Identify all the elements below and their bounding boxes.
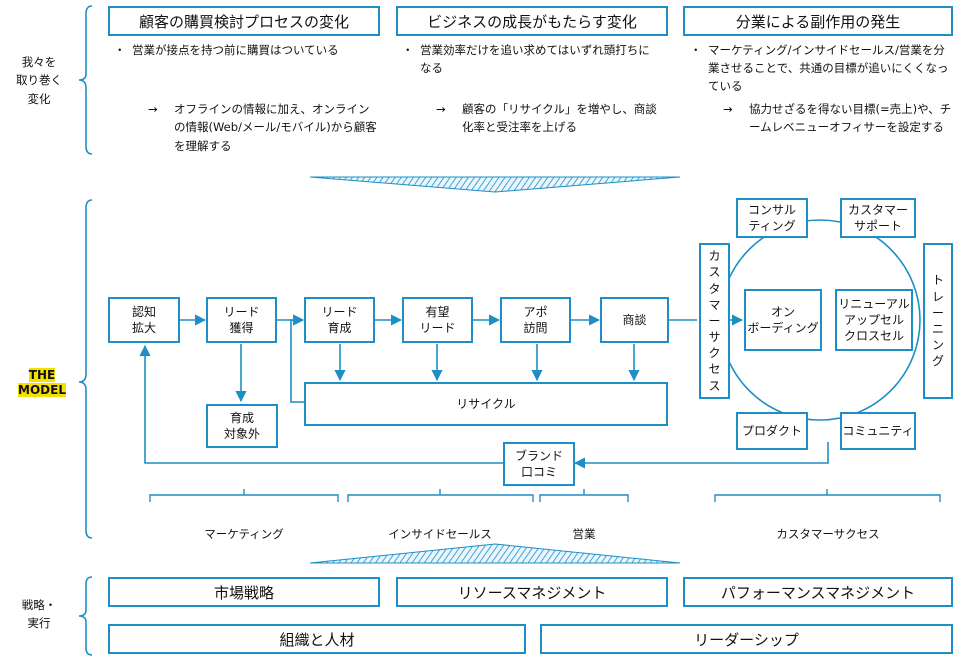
up-chevron-2	[309, 543, 681, 564]
column-result-2: → 顧客の「リサイクル」を増やし、商談化率と受注率を上げる	[436, 102, 657, 135]
changes-side-label: 我々を 取り巻く 変化	[16, 55, 62, 106]
column-title-2: ビジネスの成長がもたらす変化	[396, 6, 668, 36]
column-result-3: → 協力せざるを得ない目標(=売上)や、チームレベニューオフィサーを設定する	[723, 102, 952, 135]
group-customer-success: カスタマーサクセス	[776, 527, 880, 541]
strategy-performance: パフォーマンスマネジメント	[683, 577, 953, 607]
down-chevron-1	[309, 176, 681, 193]
column-bullet-3: ・ マーケティング/インサイドセールス/営業を分業させることで、共通の目標が追い…	[690, 43, 949, 93]
model-bracket	[78, 199, 93, 539]
flow-lead-generation: リード 獲得	[206, 297, 277, 343]
customer-support-box: カスタマー サポート	[840, 198, 916, 238]
column-bullet-2: ・ 営業効率だけを追い求めてはいずれ頭打ちになる	[402, 43, 650, 75]
recycle-box: リサイクル	[304, 382, 668, 426]
group-inside-sales: インサイドセールス	[388, 527, 492, 541]
column-result-1: → オフラインの情報に加え、オンラインの情報(Web/メール/モバイル)から顧客…	[148, 102, 377, 153]
strategy-market: 市場戦略	[108, 577, 380, 607]
flow-awareness: 認知 拡大	[108, 297, 180, 343]
strategy-bracket	[78, 576, 93, 656]
column-title-1: 顧客の購買検討プロセスの変化	[108, 6, 380, 36]
flow-lead-nurturing: リード 育成	[304, 297, 375, 343]
changes-bracket	[78, 5, 93, 155]
model-side-label: THE MODEL	[18, 367, 66, 398]
group-marketing: マーケティング	[204, 527, 284, 541]
renewal-box: リニューアル アップセル クロスセル	[835, 289, 913, 351]
column-bullet-1: ・ 営業が接点を持つ前に購買はついている	[114, 43, 339, 57]
strategy-organization: 組織と人材	[108, 624, 526, 654]
flow-negotiation: 商談	[600, 297, 669, 343]
strategy-leadership: リーダーシップ	[540, 624, 953, 654]
training-vertical-box: トレーニング	[923, 243, 953, 399]
flow-qualified-lead: 有望 リード	[402, 297, 473, 343]
community-box: コミュニティ	[840, 412, 916, 450]
product-box: プロダクト	[736, 412, 808, 450]
strategy-resource: リソースマネジメント	[396, 577, 668, 607]
column-title-3: 分業による副作用の発生	[683, 6, 953, 36]
flow-appointment: アポ 訪問	[500, 297, 571, 343]
customer-success-vertical-box: カスタマーサクセス	[699, 243, 730, 399]
onboarding-box: オン ボーディング	[744, 289, 822, 351]
strategy-side-label: 戦略・ 実行	[21, 598, 57, 631]
consulting-box: コンサル ティング	[736, 198, 808, 238]
non-target-box: 育成 対象外	[206, 404, 278, 448]
brand-box: ブランド 口コミ	[503, 442, 575, 486]
group-sales: 営業	[572, 527, 596, 541]
